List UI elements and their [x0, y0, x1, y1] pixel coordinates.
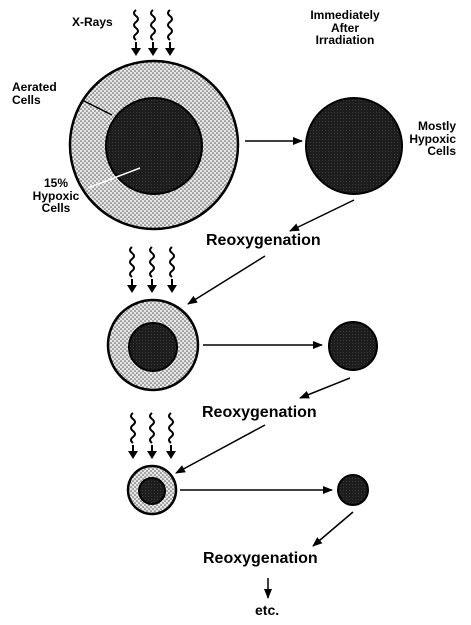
aerated-line1: Aerated — [12, 80, 57, 94]
mostly-line2: Hypoxic — [409, 131, 456, 146]
hypoxic-cells-large — [305, 97, 403, 195]
mostly-hypoxic-label: Mostly Hypoxic Cells — [400, 120, 456, 158]
xray-waves-middle — [127, 246, 177, 293]
reoxygenation-label-2: Reoxygenation — [202, 404, 317, 421]
hypoxic15-line3: Cells — [41, 201, 71, 216]
hypoxic-15-label: 15% Hypoxic Cells — [24, 177, 88, 215]
arrow-reox-1b — [187, 255, 266, 305]
xray-waves-bottom — [128, 412, 176, 459]
hypoxic-cells-small — [337, 474, 369, 506]
hypoxic15-line2: Hypoxic — [32, 188, 80, 203]
hypoxic15-line1: 15% — [43, 176, 69, 190]
mostly-line1: Mostly — [417, 119, 456, 133]
etc-label: etc. — [255, 602, 280, 618]
arrow-reox-2 — [299, 377, 351, 399]
reoxygenation-label-3: Reoxygenation — [203, 550, 318, 567]
pointer-aerated — [81, 99, 113, 116]
hypoxic-cells-medium — [328, 321, 378, 371]
arrow-reox-2b — [175, 424, 266, 474]
xray-waves-top — [131, 9, 175, 56]
xrays-label: X-Rays — [72, 15, 113, 29]
arrow-reox-1 — [289, 199, 355, 232]
hypoxic-core-medium — [128, 322, 178, 372]
tumor-large — [68, 59, 240, 231]
immediately-after-line2: After — [330, 20, 359, 35]
pointer-hypoxic — [87, 167, 141, 189]
immediately-after-label: Immediately After Irradiation — [300, 9, 390, 47]
tumor-small — [126, 464, 178, 516]
aerated-line2: Cells — [12, 92, 41, 107]
mostly-line3: Cells — [427, 144, 456, 159]
immediately-after-line3: Irradiation — [315, 33, 375, 48]
arrow-reox-3 — [312, 511, 354, 547]
tumor-medium — [106, 298, 200, 392]
hypoxic-core-small — [138, 477, 166, 505]
immediately-after-line1: Immediately — [310, 8, 380, 22]
hypoxic-core-large — [105, 97, 203, 195]
reoxygenation-label-1: Reoxygenation — [206, 232, 321, 249]
aerated-cells-label: Aerated Cells — [12, 81, 57, 106]
